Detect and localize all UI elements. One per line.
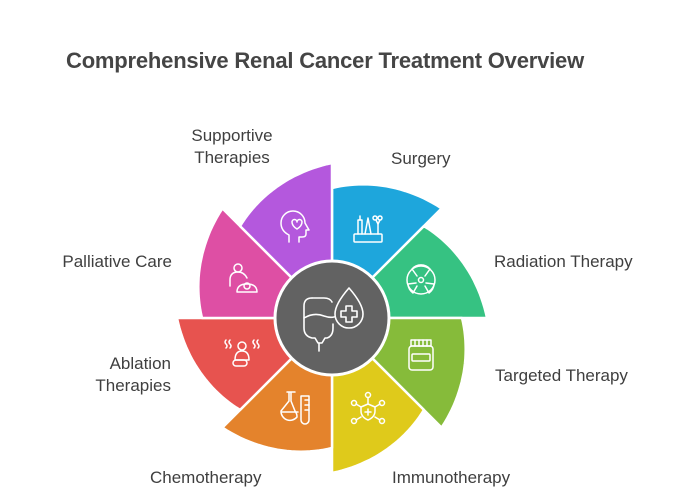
label-palliative-care: Palliative Care	[62, 252, 172, 271]
caregiver-icon	[229, 263, 258, 293]
label-line: Supportive	[191, 126, 273, 145]
label-line: Therapies	[194, 148, 270, 167]
label-ablation-therapies: Ablation Therapies	[70, 353, 171, 397]
flask-test-tube-icon	[280, 391, 310, 425]
heat-person-icon	[224, 339, 260, 367]
head-heart-icon	[280, 210, 310, 243]
medicine-jar-icon	[408, 339, 434, 371]
label-surgery: Surgery	[391, 149, 451, 168]
radiation-icon	[406, 264, 436, 295]
label-targeted-therapy: Targeted Therapy	[495, 366, 628, 385]
label-chemotherapy: Chemotherapy	[150, 468, 262, 487]
immune-network-shield-icon	[350, 391, 386, 425]
label-line: Therapies	[95, 376, 171, 395]
label-line: Ablation	[109, 354, 171, 373]
label-radiation-therapy: Radiation Therapy	[494, 252, 633, 271]
diagram-title: Comprehensive Renal Cancer Treatment Ove…	[66, 48, 584, 73]
label-supportive-therapies: Supportive Therapies	[182, 125, 282, 169]
surgical-tools-icon	[353, 215, 383, 243]
label-immunotherapy: Immunotherapy	[392, 468, 511, 487]
iv-bag-blood-drop-icon	[303, 287, 364, 352]
